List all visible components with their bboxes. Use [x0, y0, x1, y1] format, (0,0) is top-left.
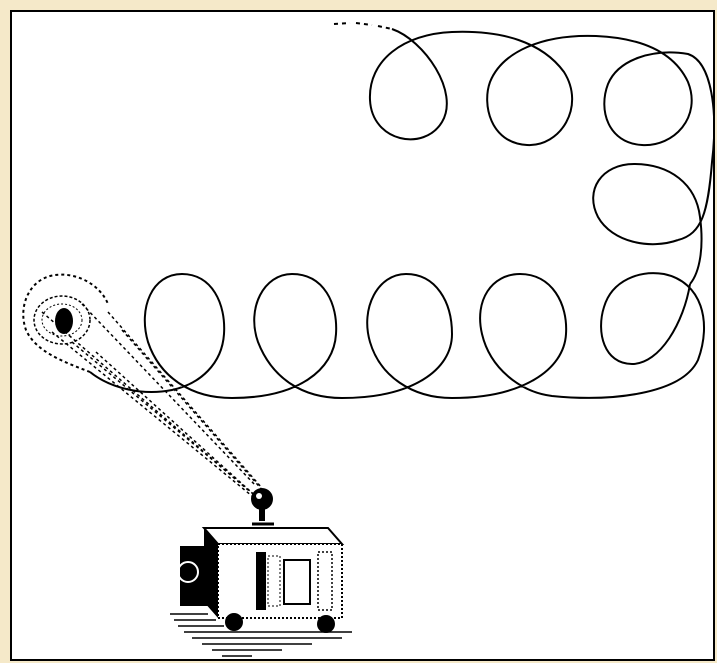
loop-trail [89, 22, 713, 400]
trail-right-loop [592, 162, 703, 285]
trail-bottom-row [89, 272, 706, 400]
searchlight-beam-icon [41, 303, 265, 501]
trail-start-dashes [333, 22, 393, 30]
spotlight-target-icon [22, 273, 109, 373]
drawing-canvas [10, 10, 715, 661]
scene-svg [22, 22, 713, 657]
trail-top-row [368, 28, 713, 241]
robot-icon [170, 488, 352, 657]
